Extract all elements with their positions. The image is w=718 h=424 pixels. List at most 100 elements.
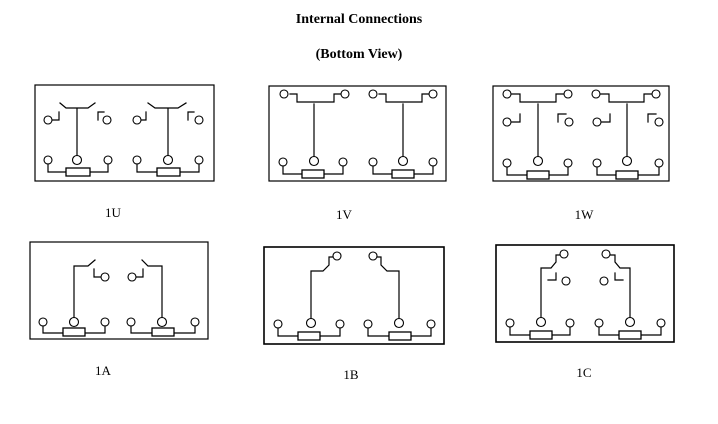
pin-1U-r1	[132, 115, 142, 125]
housing-outline-1W	[492, 85, 670, 182]
pin-1V-b3	[368, 157, 378, 167]
pin-1B-common-left	[305, 317, 317, 329]
housing-outline-1C	[495, 244, 675, 343]
contact-1C-right-no	[614, 272, 624, 281]
coil-1U-left	[65, 167, 91, 177]
contact-1U-right	[139, 111, 195, 121]
contact-1W-left	[511, 113, 567, 123]
pin-1C-no-left	[561, 276, 571, 286]
coil-1C-right	[618, 330, 642, 340]
pin-1B-nc-left	[332, 251, 342, 261]
contact-1A-left	[93, 268, 103, 278]
pin-1V-r1	[368, 89, 378, 99]
coil-wiring-1U	[47, 163, 200, 173]
coil-wiring-1C	[509, 326, 662, 336]
pin-1A-b1	[38, 317, 48, 327]
pin-1V-l2	[340, 89, 350, 99]
diagram-1W	[492, 85, 670, 182]
pin-1U-b4	[194, 155, 204, 165]
pin-1U-b2	[103, 155, 113, 165]
pin-1C-b3	[594, 318, 604, 328]
coil-wiring-1W	[506, 166, 660, 176]
coil-1B-left	[297, 331, 321, 341]
coil-1W-right	[615, 170, 639, 180]
armature-1U-right	[147, 102, 187, 164]
coil-1V-left	[301, 169, 325, 179]
pin-1B-nc-right	[368, 251, 378, 261]
pin-1C-common-right	[624, 316, 636, 328]
contact-1A-right	[134, 268, 144, 278]
pin-1V-b1	[278, 157, 288, 167]
pin-1W-b1	[502, 158, 512, 168]
pin-1U-r2	[194, 115, 204, 125]
label-1B: 1B	[343, 367, 359, 382]
diagram-1U	[34, 84, 215, 182]
coil-1W-left	[526, 170, 550, 180]
label-1V: 1V	[336, 207, 353, 222]
pin-1B-b3	[363, 319, 373, 329]
armature-1C-left	[540, 254, 562, 322]
pin-1C-common-left	[535, 316, 547, 328]
pin-1B-b1	[273, 319, 283, 329]
pin-1C-b2	[565, 318, 575, 328]
armature-1W-right	[600, 93, 653, 159]
pin-1V-r2	[428, 89, 438, 99]
pin-1B-b4	[426, 319, 436, 329]
label-1U: 1U	[105, 205, 122, 220]
contact-1W-right	[601, 113, 657, 123]
pin-1B-common-right	[393, 317, 405, 329]
pin-1V-l1	[279, 89, 289, 99]
coil-wiring-1A	[42, 325, 196, 334]
pin-1C-b1	[505, 318, 515, 328]
coil-1U-right	[156, 167, 181, 177]
pin-1A-no-right	[127, 272, 137, 282]
pin-1V-b2	[338, 157, 348, 167]
coil-wiring-1B	[277, 327, 432, 337]
housing-outline-1U	[34, 84, 215, 182]
pin-1U-l1	[43, 115, 53, 125]
pin-1A-b4	[190, 317, 200, 327]
housing-outline-1V	[268, 85, 447, 182]
label-1A: 1A	[95, 363, 112, 378]
pin-1A-b2	[100, 317, 110, 327]
pin-1W-b4	[654, 158, 664, 168]
diagram-1V	[268, 85, 447, 182]
armature-1V-left	[289, 93, 343, 159]
pin-1W-l3	[502, 117, 512, 127]
pin-1W-common-right	[621, 155, 633, 167]
pin-1W-r2	[651, 89, 661, 99]
diagram-1C	[495, 244, 675, 343]
pin-1W-b2	[563, 158, 573, 168]
diagram-1B	[263, 246, 445, 345]
page-title: Internal Connections	[295, 12, 423, 27]
pin-1V-b4	[428, 157, 438, 167]
pin-1C-nc-right	[601, 249, 611, 259]
pin-1W-r1	[591, 89, 601, 99]
armature-1U-left	[59, 102, 96, 164]
coil-1B-right	[388, 331, 412, 341]
armature-1A-right	[141, 259, 163, 322]
coil-1V-right	[391, 169, 415, 179]
pin-1A-b3	[126, 317, 136, 327]
pin-1U-b1	[43, 155, 53, 165]
pin-1U-common-left	[71, 154, 83, 166]
pin-1W-common-left	[532, 155, 544, 167]
page-subtitle: (Bottom View)	[315, 47, 403, 62]
pin-1W-r4	[654, 117, 664, 127]
coil-1C-left	[529, 330, 553, 340]
pin-1C-b4	[656, 318, 666, 328]
armature-1V-right	[378, 93, 431, 159]
housing-outline-1A	[29, 241, 209, 340]
pin-1A-common-right	[156, 316, 168, 328]
pin-1W-l2	[563, 89, 573, 99]
coil-1A-left	[62, 327, 86, 337]
pin-1W-l1	[502, 89, 512, 99]
armature-1A-left	[73, 259, 96, 322]
diagram-1A	[29, 241, 209, 340]
contact-1C-left-no	[547, 272, 557, 281]
pin-1V-common-right	[397, 155, 409, 167]
pin-1A-no-left	[100, 272, 110, 282]
armature-1W-left	[511, 93, 565, 159]
